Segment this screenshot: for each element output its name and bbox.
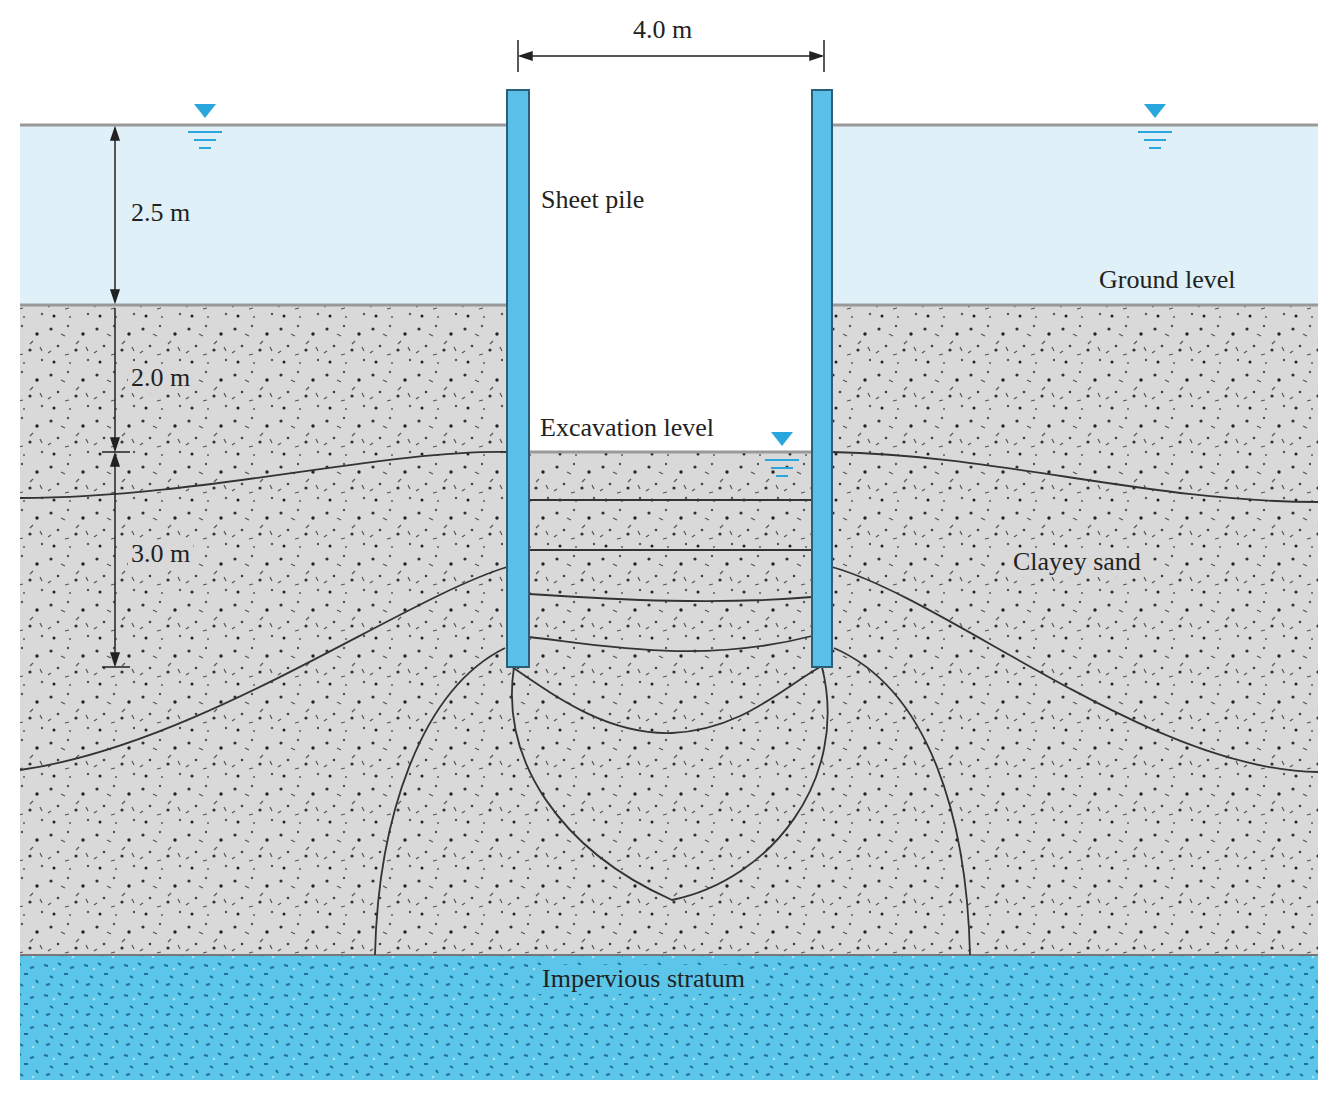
impervious-layer: Impervious stratum — [20, 955, 1318, 1080]
dimension: 2.0 m — [128, 364, 193, 393]
dimension: 2.5 m — [128, 199, 193, 228]
soil-layer: Clayey sand — [20, 305, 1318, 955]
part-label: Ground level — [1096, 266, 1238, 295]
dimension: 3.0 m — [128, 540, 193, 569]
layer-label: Clayey sand — [1010, 548, 1144, 577]
part-label: Excavation level — [537, 414, 717, 443]
part-label: Sheet pile — [538, 186, 647, 215]
layer-label: Impervious stratum — [538, 965, 749, 994]
dimension: 4.0 m — [630, 16, 695, 45]
